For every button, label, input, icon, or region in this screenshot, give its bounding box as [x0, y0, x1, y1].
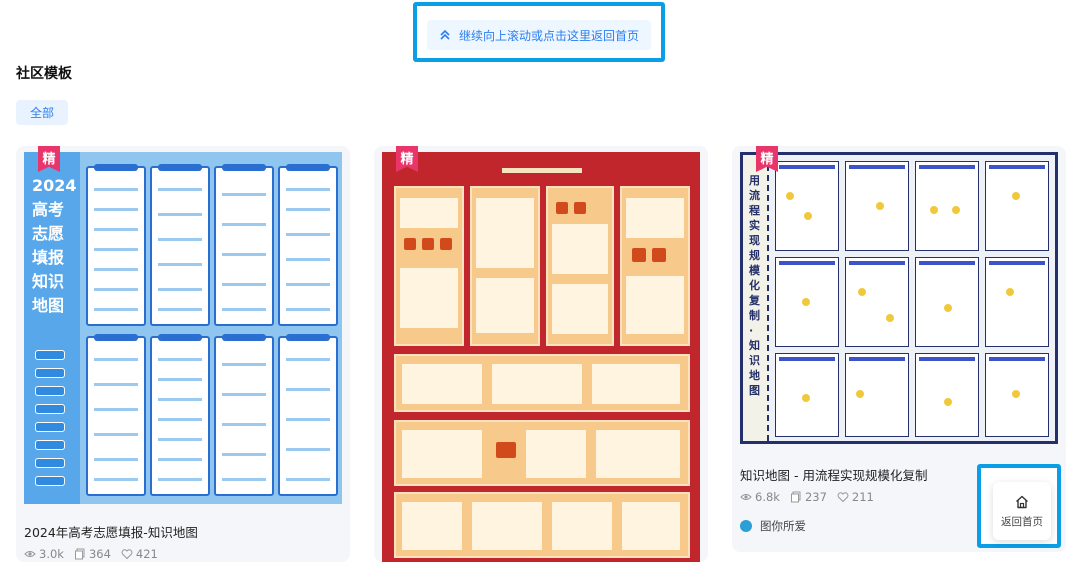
views-stat: 6.8k	[740, 490, 780, 504]
copy-icon	[790, 491, 801, 503]
card-title[interactable]: 2024年高考志愿填报-知识地图	[24, 525, 198, 540]
likes-stat: 421	[121, 547, 158, 561]
copies-stat: 237	[790, 490, 827, 504]
featured-badge: 精	[756, 146, 778, 172]
eye-icon	[740, 494, 752, 500]
back-to-home-button[interactable]: 返回首页	[993, 482, 1051, 540]
featured-badge: 精	[38, 146, 60, 172]
template-card[interactable]: 用流程实现规模化复制·知识地图 精 知识地图 - 用流程实现规模化复制 6.8k	[732, 146, 1066, 552]
back-to-home-label: 返回首页	[1001, 515, 1043, 528]
template-card[interactable]: 2024 高考 志愿 填报 知识 地图	[16, 146, 350, 562]
back-to-home-bar-label: 继续向上滚动或点击这里返回首页	[458, 28, 639, 43]
copies-stat: 364	[74, 547, 111, 561]
card-stats: 3.0k 364 421	[24, 547, 158, 561]
template-card[interactable]: 精	[374, 146, 708, 562]
section-title: 社区模板	[16, 66, 72, 82]
filter-tag-all[interactable]: 全部	[16, 100, 68, 125]
thumbnail-sidebar: 用流程实现规模化复制·知识地图	[743, 155, 769, 441]
heart-icon	[121, 549, 133, 560]
card-title[interactable]: 知识地图 - 用流程实现规模化复制	[740, 468, 928, 483]
thumbnail-sidebar: 2024 高考 志愿 填报 知识 地图	[24, 152, 80, 504]
template-thumbnail	[382, 152, 700, 562]
template-thumbnail: 用流程实现规模化复制·知识地图	[740, 152, 1058, 444]
avatar	[740, 520, 752, 532]
likes-stat: 211	[837, 490, 874, 504]
home-icon	[1016, 495, 1028, 508]
author-name: 图你所爱	[760, 519, 806, 533]
thumbnail-side-text: 用流程实现规模化复制·知识地图	[749, 174, 760, 397]
eye-icon	[24, 551, 36, 557]
copy-icon	[74, 548, 85, 560]
chevron-double-up-icon	[440, 29, 450, 40]
views-stat: 3.0k	[24, 547, 64, 561]
featured-badge: 精	[396, 146, 418, 172]
card-author[interactable]: 图你所爱	[740, 518, 806, 534]
heart-icon	[837, 492, 849, 503]
home-button-highlight: 返回首页	[977, 464, 1061, 548]
thumbnail-title: 2024 高考 志愿 填报 知识 地图	[32, 176, 77, 315]
template-thumbnail: 2024 高考 志愿 填报 知识 地图	[24, 152, 342, 504]
scroll-hint-highlight: 继续向上滚动或点击这里返回首页	[413, 2, 665, 62]
card-stats: 6.8k 237 211	[740, 490, 874, 504]
back-to-home-bar[interactable]: 继续向上滚动或点击这里返回首页	[427, 20, 651, 50]
